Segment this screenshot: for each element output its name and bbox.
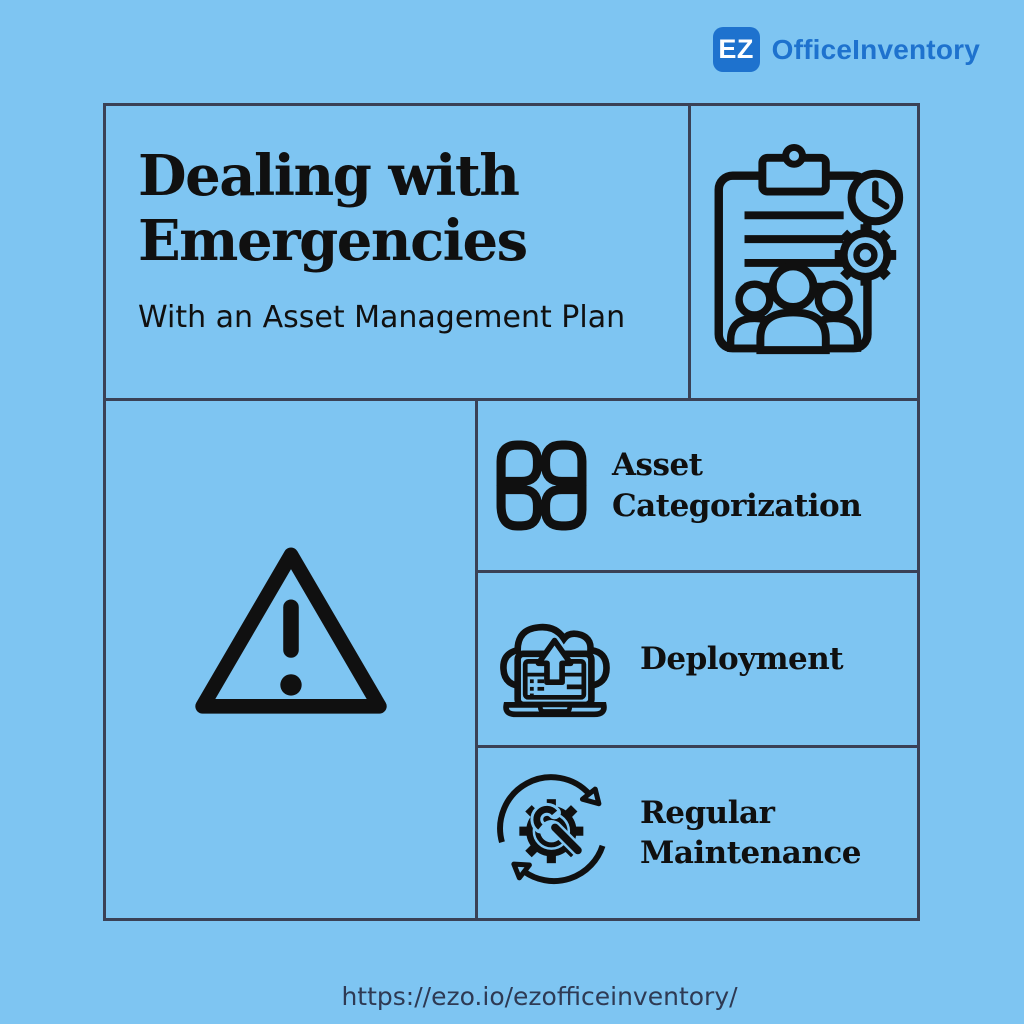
title-card: Dealing with Emergencies With an Asset M… — [103, 103, 691, 401]
clipboard-plan-icon — [714, 143, 904, 355]
warning-icon-wrap — [189, 539, 393, 724]
brand-logo: EZ OfficeInventory — [712, 27, 980, 72]
list-item-label: Regular Maintenance — [640, 794, 862, 871]
warning-triangle-icon — [194, 547, 387, 714]
maintenance-icon-wrap — [491, 769, 619, 897]
list-item-label: Asset Categorization — [612, 447, 862, 524]
cloud-deployment-icon — [500, 623, 610, 717]
page-subtitle: With an Asset Management Plan — [138, 299, 626, 335]
ez-logo-badge-text: EZ — [718, 34, 754, 64]
list-item-deployment: Deployment — [475, 570, 920, 748]
maintenance-icon — [497, 774, 606, 885]
content-grid: Dealing with Emergencies With an Asset M… — [103, 103, 920, 921]
footer-url: https://ezo.io/ezofficeinventory/ — [341, 982, 738, 1011]
categories-icon — [496, 440, 586, 531]
categories-icon-wrap — [491, 437, 591, 534]
list-item-asset-categorization: Asset Categorization — [475, 398, 920, 573]
deployment-icon-wrap — [491, 599, 619, 720]
ez-logo-badge: EZ — [712, 27, 760, 72]
page-title: Dealing with Emergencies — [138, 143, 528, 274]
warning-card — [103, 398, 478, 921]
brand-name: OfficeInventory — [771, 33, 980, 65]
list-item-regular-maintenance: Regular Maintenance — [475, 745, 920, 921]
plan-icon-card — [688, 103, 920, 401]
list-item-label: Deployment — [640, 640, 844, 677]
